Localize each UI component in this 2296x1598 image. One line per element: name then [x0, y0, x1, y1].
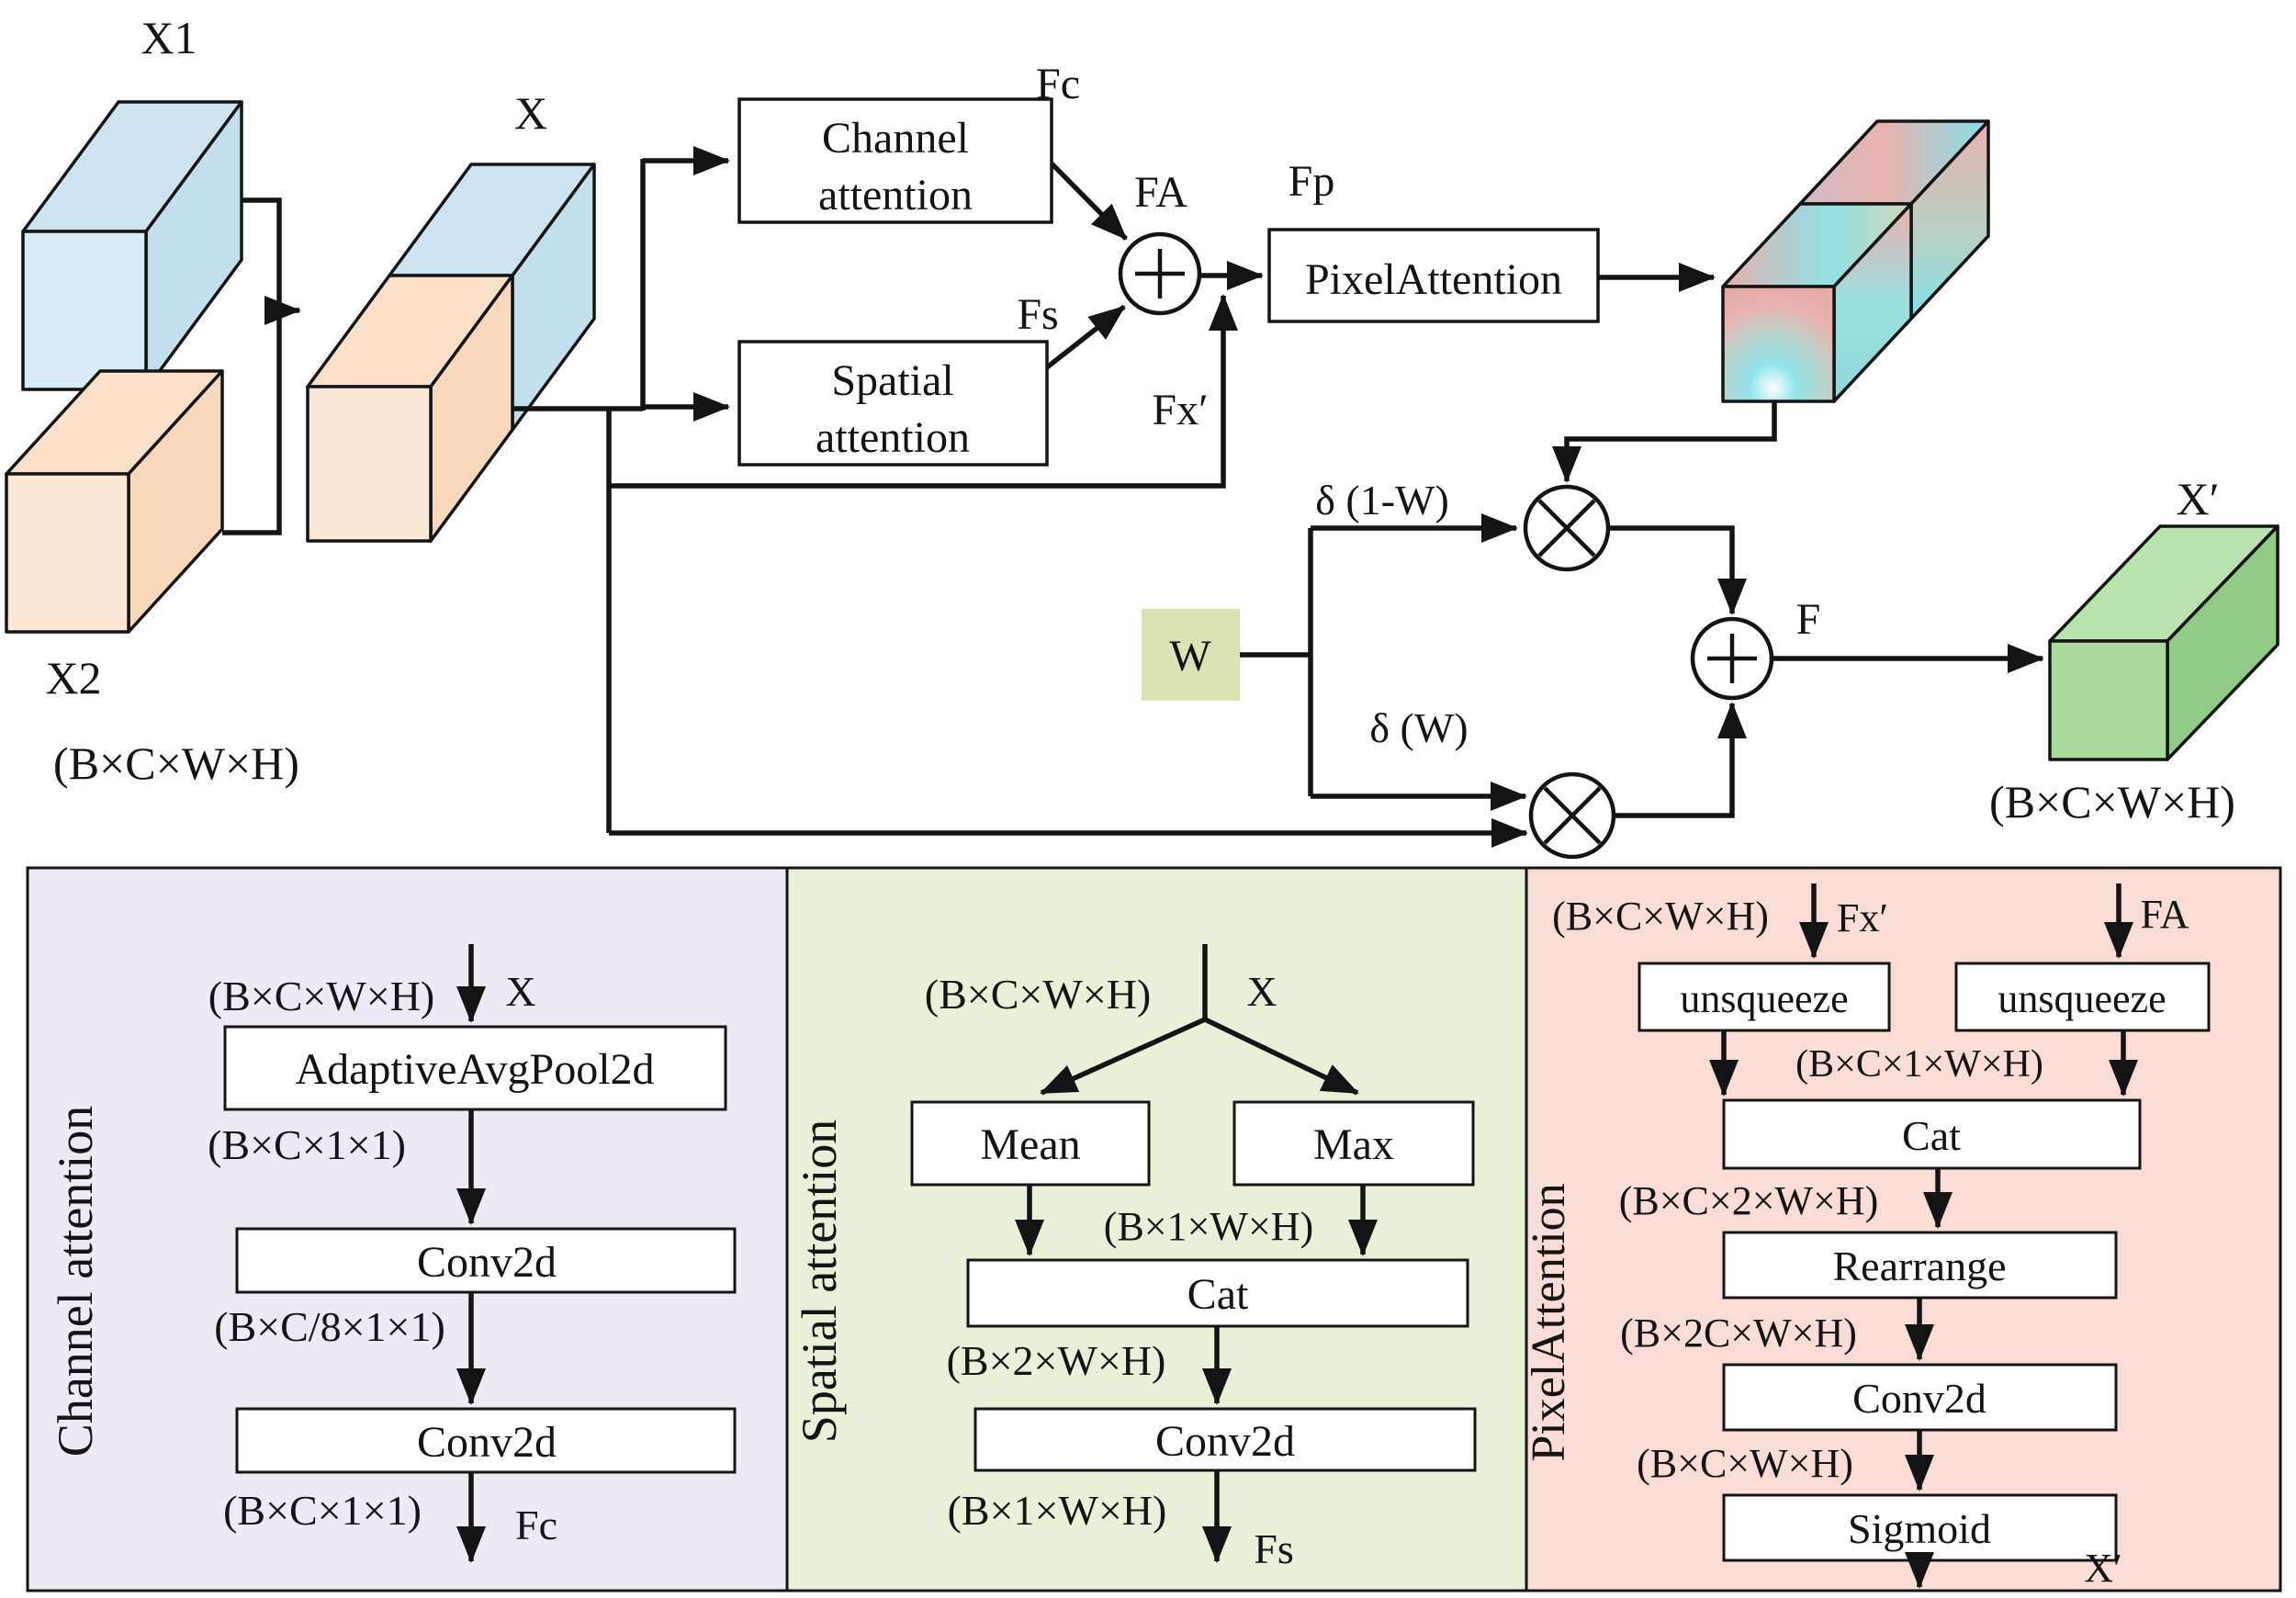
spatial-in-dim: (B×C×W×H)	[925, 971, 1151, 1018]
channel-dim1: (B×C×1×1)	[208, 1121, 406, 1168]
add-operator-f	[1690, 616, 1774, 701]
fp-label: Fp	[1289, 157, 1335, 206]
unsqueeze2-label: unsqueeze	[1998, 976, 2166, 1021]
spatial-dim3: (B×1×W×H)	[948, 1487, 1167, 1534]
x1-label: X1	[141, 12, 197, 63]
x-merged-tensor-cuboid	[306, 163, 596, 543]
x1-front-face	[21, 230, 148, 391]
fs-label: Fs	[1017, 290, 1058, 339]
spatial-cat-label: Cat	[1187, 1270, 1249, 1319]
concat-bracket	[222, 197, 282, 535]
adaptiveavgpool2d-box	[223, 1025, 727, 1111]
channel-conv2-label: Conv2d	[417, 1418, 557, 1467]
pixel-attention-label: PixelAttention	[1305, 255, 1562, 304]
spatial-attention-label-line2: attention	[816, 413, 970, 462]
x-peach-front-face	[306, 385, 433, 543]
pixel-dim1: (B×C×1×W×H)	[1795, 1043, 2043, 1086]
spatial-conv-label: Conv2d	[1155, 1417, 1295, 1466]
channel-attention-label-line2: attention	[818, 171, 973, 219]
pixel-panel-title: PixelAttention	[1523, 1183, 1575, 1461]
unsqueeze1-box	[1638, 962, 1891, 1032]
channel-to-adder-arrow	[1050, 162, 1128, 241]
spatial-in-var: X	[1246, 968, 1277, 1015]
fa-label: FA	[1134, 168, 1187, 217]
f-label: F	[1796, 595, 1821, 644]
channel-out-var: Fc	[515, 1502, 557, 1548]
attention-map-cuboid	[1721, 119, 1990, 403]
channel-in-dim: (B×C×W×H)	[208, 973, 434, 1019]
spatial-attention-label-line1: Spatial	[831, 356, 953, 405]
unsqueeze2-box	[1954, 962, 2211, 1032]
multiply-top-out-wire	[1608, 525, 1747, 615]
pixel-conv-box	[1722, 1363, 2118, 1432]
w-label: W	[1169, 632, 1211, 681]
rearrange-label: Rearrange	[1833, 1243, 2007, 1289]
output-dims-label: (B×C×W×H)	[1989, 776, 2235, 827]
x1-tensor-cuboid	[21, 100, 243, 391]
spatial-dim2: (B×2×W×H)	[947, 1337, 1166, 1384]
add-operator-fa	[1118, 231, 1202, 316]
multiply-operator-bottom	[1528, 771, 1616, 860]
input-dims-label: (B×C×W×H)	[53, 737, 299, 789]
split-to-max-arrow	[1203, 1017, 1359, 1096]
multiply-operator-top	[1523, 484, 1611, 572]
pixel-in-dim: (B×C×W×H)	[1552, 894, 1769, 939]
pixel-dim4: (B×C×W×H)	[1637, 1441, 1853, 1486]
pixel-in-var1: Fx′	[1837, 895, 1888, 940]
channel-in-var: X	[505, 968, 535, 1015]
w-box	[1142, 609, 1240, 701]
channel-attention-box	[737, 97, 1053, 224]
fx-feed-wire	[609, 294, 1238, 489]
x2-label: X2	[45, 652, 101, 703]
pixel-dim2: (B×C×2×W×H)	[1619, 1178, 1879, 1223]
delta-w-label: δ (W)	[1369, 704, 1468, 751]
channel-attention-label-line1: Channel	[822, 114, 969, 163]
x2-front-face	[5, 472, 130, 634]
xprime-front-face	[2048, 639, 2169, 761]
map-front-face	[1721, 285, 1836, 403]
fx-prime-label: Fx′	[1152, 386, 1208, 434]
pixel-cat-box	[1722, 1098, 2142, 1170]
spatial-attention-box	[737, 340, 1049, 467]
mean-label: Mean	[980, 1120, 1080, 1169]
spatial-to-adder-arrow	[1045, 304, 1126, 370]
multiply-bottom-out-wire	[1614, 702, 1747, 818]
spatial-cat-box	[966, 1258, 1469, 1328]
pixel-attention-box	[1267, 228, 1600, 323]
pixel-in-var2: FA	[2141, 892, 2189, 937]
mean-box	[910, 1100, 1151, 1187]
spatial-conv-box	[974, 1407, 1477, 1472]
sigmoid-label: Sigmoid	[1848, 1505, 1991, 1552]
spatial-panel-title: Spatial attention	[792, 1120, 847, 1443]
channel-conv1-box	[235, 1227, 737, 1294]
channel-panel-title: Channel attention	[48, 1106, 103, 1457]
channel-conv1-label: Conv2d	[417, 1238, 557, 1287]
channel-dim3: (B×C×1×1)	[223, 1487, 422, 1534]
x-label: X	[514, 87, 547, 139]
pixel-cat-label: Cat	[1902, 1112, 1961, 1159]
pixel-conv-label: Conv2d	[1852, 1375, 1986, 1422]
channel-conv2-box	[235, 1407, 737, 1474]
split-to-mean-arrow	[1040, 1017, 1207, 1096]
rearrange-box	[1722, 1231, 2118, 1300]
max-label: Max	[1313, 1120, 1394, 1169]
x-prime-label: X′	[2176, 473, 2219, 524]
x-prime-tensor-cuboid	[2048, 524, 2279, 761]
max-box	[1232, 1100, 1475, 1187]
channel-dim2: (B×C/8×1×1)	[214, 1303, 445, 1350]
map-to-multiply-wire	[1552, 401, 1777, 483]
x2-tensor-cuboid	[5, 369, 224, 634]
spatial-dim1: (B×1×W×H)	[1104, 1204, 1313, 1249]
delta-one-minus-w-label: δ (1-W)	[1315, 477, 1449, 523]
unsqueeze1-label: unsqueeze	[1680, 976, 1848, 1021]
adaptiveavgpool2d-label: AdaptiveAvgPool2d	[295, 1045, 654, 1094]
pixel-dim3: (B×2C×W×H)	[1620, 1311, 1857, 1356]
fc-label: Fc	[1036, 60, 1080, 108]
spatial-out-var: Fs	[1254, 1525, 1293, 1572]
pixel-out-var: X′	[2084, 1546, 2122, 1591]
